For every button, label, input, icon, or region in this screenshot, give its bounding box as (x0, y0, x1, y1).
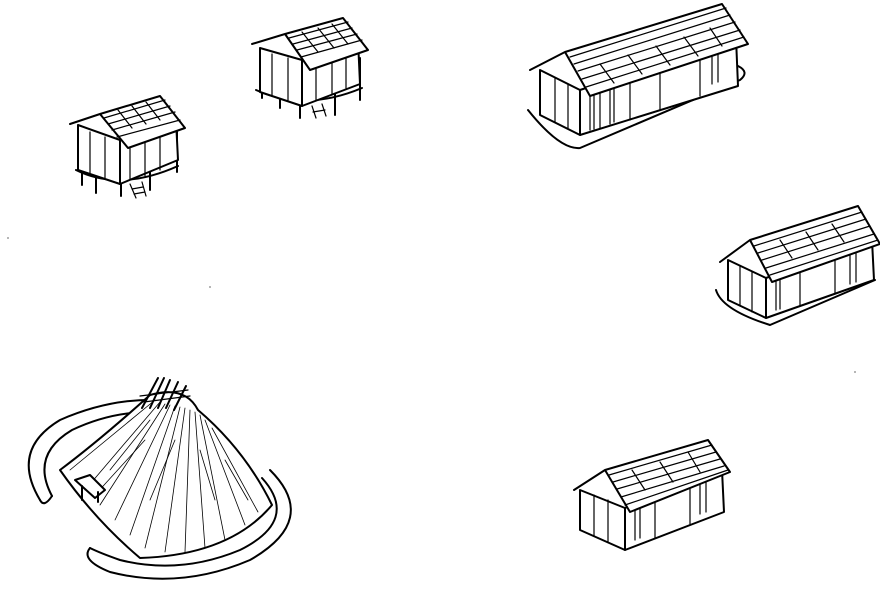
stray-mark (209, 286, 211, 288)
pit-dwelling (27, 377, 292, 580)
stilt-house-small (69, 95, 186, 199)
stray-mark (854, 371, 856, 373)
stilt-house-upper (251, 17, 369, 119)
longhouse-large (527, 3, 749, 150)
stray-mark (7, 237, 9, 239)
longhouse-small (573, 439, 731, 551)
longhouse-medium (715, 205, 880, 326)
